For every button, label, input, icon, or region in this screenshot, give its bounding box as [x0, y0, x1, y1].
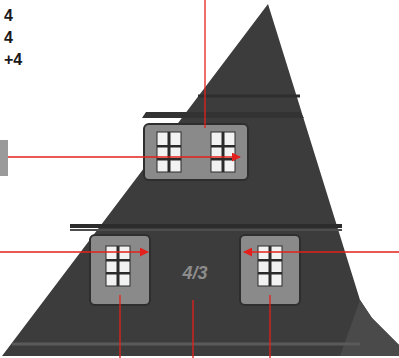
edge-block	[0, 140, 8, 176]
window-frame	[90, 235, 150, 305]
dimension-label: 4	[4, 8, 13, 24]
window	[157, 132, 181, 172]
gable-ramp	[340, 300, 399, 356]
window	[211, 132, 235, 172]
dimension-label: +4	[4, 52, 22, 68]
scale-label: 4/3	[182, 264, 207, 282]
dimension-label: 4	[4, 30, 13, 46]
window-frame	[240, 235, 300, 305]
gable-triangle	[2, 4, 399, 356]
window-frame	[144, 124, 248, 180]
